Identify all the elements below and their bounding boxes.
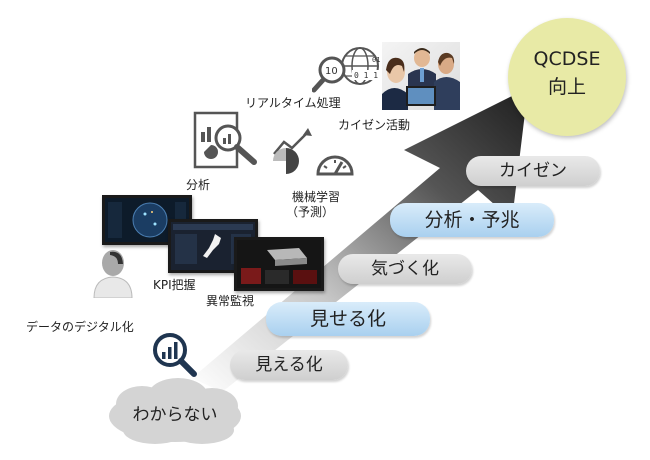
dashboard-screen-3d <box>234 237 324 291</box>
analysis-document-icon <box>193 111 257 169</box>
person-icon <box>93 250 133 298</box>
label-analysis: 分析 <box>186 178 211 192</box>
label-kaizen-activity: カイゼン活動 <box>338 118 411 132</box>
kaizen-activity-photo <box>382 42 460 110</box>
label-digitize: データのデジタル化 <box>26 320 134 334</box>
step-mieruka: 見える化 <box>230 350 348 380</box>
label-anomaly: 異常監視 <box>206 294 255 308</box>
label-realtime: リアルタイム処理 <box>245 96 341 110</box>
step-kizukuka: 気づく化 <box>338 254 472 284</box>
svg-text:10: 10 <box>325 66 338 77</box>
label-ml: 機械学習 <box>292 190 341 204</box>
goal-circle: QCDSE 向上 <box>508 18 626 136</box>
svg-text:01: 01 <box>372 56 380 64</box>
magnifier-chart-icon <box>153 333 197 377</box>
label-ml-predict: （予測） <box>286 205 335 219</box>
step-analysis-prediction: 分析・予兆 <box>390 203 554 237</box>
goal-title: QCDSE <box>533 48 601 70</box>
step-miseruka: 見せる化 <box>266 302 430 336</box>
label-kpi: KPI把握 <box>153 278 196 292</box>
start-label: わからない <box>132 405 218 425</box>
realtime-processing-icon: 0 1 1 01 10 <box>312 47 382 93</box>
start-cloud <box>109 378 241 444</box>
goal-subtitle: 向上 <box>547 76 586 98</box>
step-kaizen: カイゼン <box>466 156 600 186</box>
machine-learning-icon <box>273 128 354 176</box>
svg-text:0 1 1: 0 1 1 <box>354 71 378 80</box>
